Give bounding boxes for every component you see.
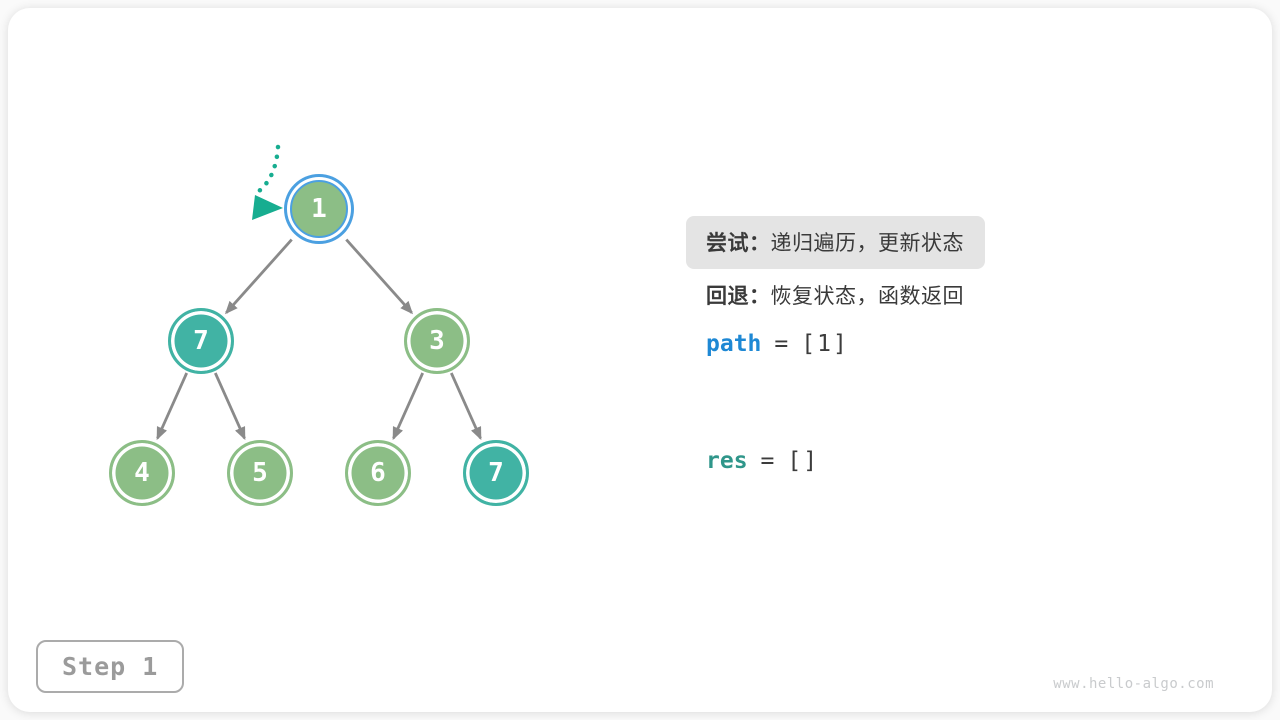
tree-edge-n3-n6 bbox=[392, 372, 424, 441]
path-equals: = bbox=[774, 331, 789, 357]
res-variable-name: res bbox=[706, 448, 748, 474]
legend-try-line: 尝试：递归遍历，更新状态 bbox=[686, 216, 985, 269]
res-equals: = bbox=[760, 448, 775, 474]
variable-path: path = [1] bbox=[706, 331, 849, 357]
tree-node-3: 3 bbox=[404, 308, 470, 374]
legend-back-line: 回退：恢复状态，函数返回 bbox=[706, 280, 964, 310]
res-value: [] bbox=[787, 448, 820, 474]
path-value: [1] bbox=[801, 331, 849, 357]
tree-edge-n1-n3 bbox=[345, 238, 414, 315]
try-text: 递归遍历，更新状态 bbox=[770, 232, 964, 255]
tree-edge-n7a-n4 bbox=[156, 372, 188, 441]
tree-node-5: 5 bbox=[227, 440, 293, 506]
tree-edges-layer bbox=[156, 144, 482, 441]
variable-res: res = [] bbox=[706, 448, 819, 474]
tree-node-6: 6 bbox=[345, 440, 411, 506]
path-variable-name: path bbox=[706, 331, 762, 357]
try-label: 尝试： bbox=[706, 232, 771, 255]
tree-edge-n7a-n5 bbox=[214, 372, 246, 441]
tree-node-1-active: 1 bbox=[290, 180, 348, 238]
tree-node-4: 4 bbox=[109, 440, 175, 506]
back-text: 恢复状态，函数返回 bbox=[770, 285, 964, 308]
tree-edge-n1-n7a bbox=[224, 238, 293, 315]
tree-edge-n3-n7b bbox=[450, 372, 482, 441]
step-badge: Step 1 bbox=[36, 640, 185, 693]
tree-node-7: 7 bbox=[168, 308, 234, 374]
back-label: 回退： bbox=[706, 285, 771, 308]
tree-node-7: 7 bbox=[463, 440, 529, 506]
watermark: www.hello-algo.com bbox=[1053, 676, 1214, 692]
pointer-arrow-icon bbox=[252, 144, 283, 220]
